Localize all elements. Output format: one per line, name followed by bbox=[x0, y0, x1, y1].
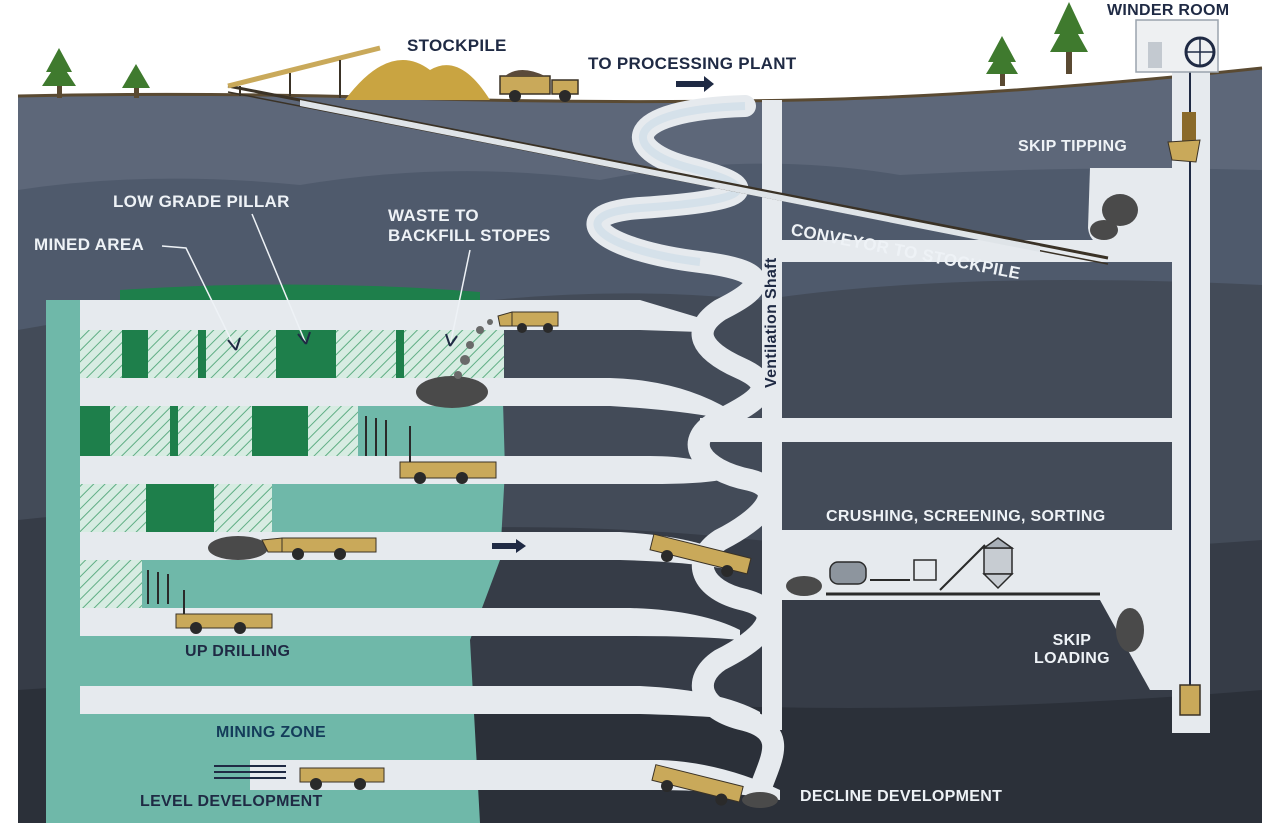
haul-truck-icon bbox=[499, 70, 579, 102]
label-decline-development: DECLINE DEVELOPMENT bbox=[800, 788, 1003, 805]
stopes-level-4 bbox=[80, 560, 142, 608]
skip-bucket-icon bbox=[1179, 684, 1201, 716]
arrow-right-icon bbox=[492, 539, 526, 553]
rock-pile bbox=[208, 194, 1144, 808]
winder-room bbox=[1135, 19, 1219, 73]
crusher-icon bbox=[826, 544, 1100, 596]
stopes-level-1 bbox=[80, 330, 504, 378]
label-low-grade-pillar: LOW GRADE PILLAR bbox=[113, 192, 290, 211]
drill-rig-icon bbox=[365, 416, 497, 484]
loader-truck-icon bbox=[261, 537, 377, 560]
label-mined-area: MINED AREA bbox=[34, 235, 145, 254]
loader-truck-icon bbox=[497, 311, 559, 333]
label-ventilation-shaft: Ventilation Shaft bbox=[763, 257, 780, 388]
label-up-drilling: UP DRILLING bbox=[185, 643, 291, 660]
stockpile-mound bbox=[345, 60, 490, 100]
label-to-processing-plant: TO PROCESSING PLANT bbox=[588, 54, 797, 73]
drill-rig-icon bbox=[147, 570, 273, 634]
label-waste-to-backfill: WASTE TO BACKFILL STOPES bbox=[388, 206, 551, 245]
ventilation-shaft bbox=[762, 100, 782, 730]
conveyor-to-stockpile bbox=[227, 84, 1109, 265]
tree-icon bbox=[1050, 2, 1088, 74]
tree-icon bbox=[986, 36, 1018, 86]
ore-edge bbox=[46, 300, 80, 823]
silo-icon bbox=[981, 537, 1015, 590]
skip-tip-chute bbox=[1167, 139, 1201, 163]
arrow-right-icon bbox=[676, 76, 714, 92]
label-crushing: CRUSHING, SCREENING, SORTING bbox=[826, 508, 1106, 525]
label-stockpile: STOCKPILE bbox=[407, 36, 507, 55]
label-level-development: LEVEL DEVELOPMENT bbox=[140, 793, 323, 810]
label-winder-room: WINDER ROOM bbox=[1107, 2, 1230, 19]
stopes-level-2 bbox=[80, 406, 358, 456]
haul-truck-icon bbox=[649, 533, 752, 578]
label-skip-tipping: SKIP TIPPING bbox=[1018, 138, 1128, 155]
tree-icon bbox=[42, 48, 76, 98]
haul-truck-icon bbox=[651, 764, 744, 806]
label-mining-zone: MINING ZONE bbox=[216, 724, 326, 741]
loader-truck-icon bbox=[214, 765, 385, 790]
stopes-level-3 bbox=[80, 484, 272, 532]
falling-rock bbox=[454, 319, 493, 379]
tree-icon bbox=[122, 64, 150, 98]
surface-conveyor bbox=[227, 45, 381, 98]
ground-surface bbox=[17, 66, 1263, 104]
label-skip-loading: SKIP LOADING bbox=[1034, 632, 1110, 668]
